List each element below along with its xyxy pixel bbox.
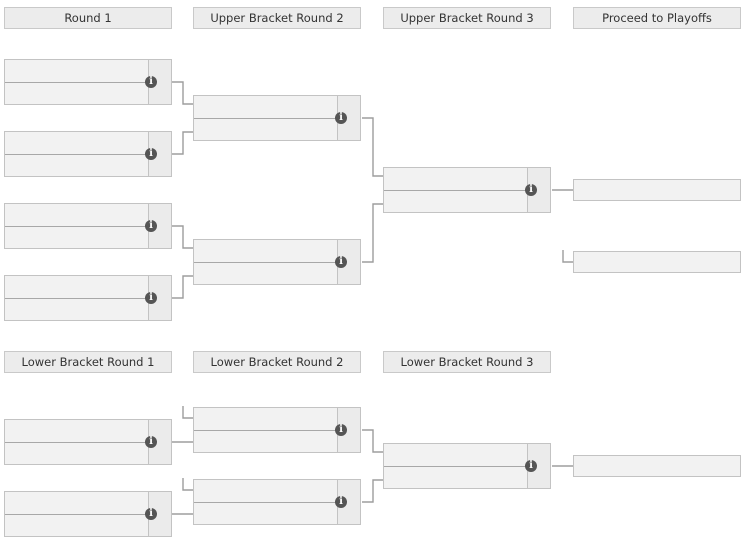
match-divider <box>5 298 171 299</box>
match-divider <box>5 82 171 83</box>
lower-round-1-match-1[interactable] <box>4 419 172 465</box>
info-circle-icon[interactable]: i <box>335 496 347 508</box>
lower-round-3-match-1[interactable] <box>383 443 551 489</box>
match-divider <box>5 154 171 155</box>
header-proceed-to-playoffs: Proceed to Playoffs <box>573 7 741 29</box>
info-circle-icon[interactable]: i <box>335 424 347 436</box>
round-1-match-2[interactable] <box>4 131 172 177</box>
header-lower-bracket-round-2: Lower Bracket Round 2 <box>193 351 361 373</box>
match-divider <box>194 118 360 119</box>
playoff-slot-3 <box>573 455 741 477</box>
header-upper-bracket-round-2: Upper Bracket Round 2 <box>193 7 361 29</box>
upper-round-3-match-1[interactable] <box>383 167 551 213</box>
playoff-slot-1 <box>573 179 741 201</box>
info-circle-icon[interactable]: i <box>145 292 157 304</box>
header-lower-bracket-round-1: Lower Bracket Round 1 <box>4 351 172 373</box>
match-divider <box>384 466 550 467</box>
match-divider <box>194 262 360 263</box>
info-circle-icon[interactable]: i <box>145 220 157 232</box>
lower-round-2-match-1[interactable] <box>193 407 361 453</box>
match-divider <box>194 430 360 431</box>
info-circle-icon[interactable]: i <box>145 76 157 88</box>
playoff-slot-2 <box>573 251 741 273</box>
upper-round-2-match-2[interactable] <box>193 239 361 285</box>
match-divider <box>5 226 171 227</box>
round-1-match-1[interactable] <box>4 59 172 105</box>
info-circle-icon[interactable]: i <box>335 256 347 268</box>
match-divider <box>194 502 360 503</box>
info-circle-icon[interactable]: i <box>145 148 157 160</box>
upper-round-2-match-1[interactable] <box>193 95 361 141</box>
info-circle-icon[interactable]: i <box>335 112 347 124</box>
match-divider <box>5 442 171 443</box>
round-1-match-4[interactable] <box>4 275 172 321</box>
lower-round-2-match-2[interactable] <box>193 479 361 525</box>
header-round-1: Round 1 <box>4 7 172 29</box>
info-circle-icon[interactable]: i <box>145 508 157 520</box>
round-1-match-3[interactable] <box>4 203 172 249</box>
header-upper-bracket-round-3: Upper Bracket Round 3 <box>383 7 551 29</box>
lower-round-1-match-2[interactable] <box>4 491 172 537</box>
info-circle-icon[interactable]: i <box>525 460 537 472</box>
match-divider <box>384 190 550 191</box>
match-divider <box>5 514 171 515</box>
info-circle-icon[interactable]: i <box>145 436 157 448</box>
info-circle-icon[interactable]: i <box>525 184 537 196</box>
header-lower-bracket-round-3: Lower Bracket Round 3 <box>383 351 551 373</box>
